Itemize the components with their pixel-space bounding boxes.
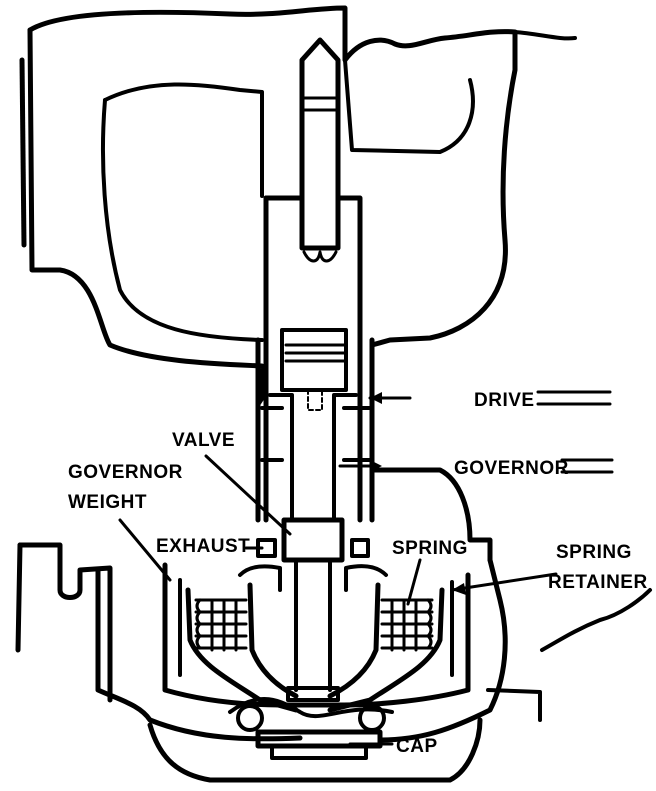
drive-gear-shaft [263, 37, 363, 303]
labels: DRIVE GOVERNOR VALVE GOVERNOR WEIGHT EXH… [68, 390, 648, 757]
label-spring-retainer-1: SPRING [556, 542, 632, 563]
spring-retainer-arrowhead [452, 583, 466, 595]
label-governor-weight-2: WEIGHT [68, 492, 147, 513]
label-exhaust: EXHAUST [156, 536, 250, 557]
governor-weights [185, 582, 445, 732]
right-spring [380, 598, 434, 652]
lower-housing [15, 30, 652, 783]
spring-leader [406, 558, 422, 606]
label-drive: DRIVE [474, 390, 535, 411]
drive-arrowhead [370, 392, 382, 404]
leader-lines [118, 390, 614, 746]
left-spring [194, 598, 248, 652]
governor-body [255, 297, 375, 523]
governor-arrowhead [370, 460, 382, 472]
drive-line [536, 390, 612, 406]
spring-retainer-leader [450, 572, 558, 592]
label-spring-retainer-2: RETAINER [548, 572, 648, 593]
cap [255, 729, 383, 760]
governor-line [560, 458, 614, 474]
label-spring: SPRING [392, 538, 468, 559]
label-governor: GOVERNOR [454, 458, 569, 479]
upper-housing [19, 5, 518, 407]
valve-spool [281, 517, 345, 702]
label-valve: VALVE [172, 430, 235, 451]
label-governor-weight-1: GOVERNOR [68, 462, 183, 483]
governor-weight-leader [118, 518, 172, 582]
valve-leader [204, 454, 292, 536]
label-cap: CAP [396, 736, 438, 757]
